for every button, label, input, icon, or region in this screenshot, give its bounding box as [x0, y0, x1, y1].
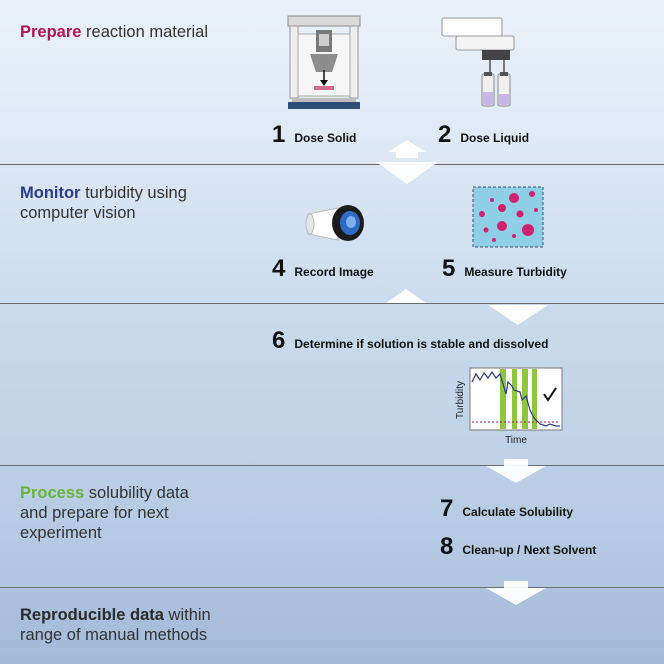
monitor-heading: Monitor turbidity using computer vision — [20, 183, 187, 223]
turbidity-trace — [471, 370, 560, 427]
reproducible-heading: Reproducible data within range of manual… — [20, 605, 211, 645]
step-label: Calculate Solubility — [462, 505, 574, 519]
chart-ylabel: Turbidity — [455, 381, 466, 419]
up-arrow-icon — [386, 289, 426, 303]
divider — [0, 303, 664, 304]
process-keyword: Process — [20, 484, 85, 502]
stable-band — [522, 369, 528, 429]
step-label: Dose Solid — [294, 131, 357, 145]
reproducible-text-line2: range of manual methods — [20, 626, 208, 644]
process-text-line3: experiment — [20, 524, 102, 542]
reproducible-text: within — [163, 606, 211, 624]
reproducible-keyword: Reproducible data — [20, 606, 164, 624]
step-number: 2 — [438, 121, 452, 148]
prepare-text: reaction material — [81, 23, 209, 41]
step-number: 4 — [272, 255, 286, 282]
step-label: Record Image — [294, 265, 374, 279]
prepare-keyword: Prepare — [20, 23, 82, 41]
step-label: Determine if solution is stable and diss… — [294, 337, 549, 351]
prepare-heading: Prepare reaction material — [20, 22, 208, 42]
step-label: Clean-up / Next Solvent — [462, 543, 597, 557]
step-number: 6 — [272, 327, 286, 354]
down-arrow-icon — [488, 305, 548, 325]
step-number: 5 — [442, 255, 456, 282]
process-text-line2: and prepare for next — [20, 504, 169, 522]
monitor-text-line2: computer vision — [20, 204, 136, 222]
step-measure-turbidity: 5 Measure Turbidity — [442, 255, 567, 283]
chart-xlabel: Time — [505, 435, 527, 446]
step-number: 8 — [440, 533, 454, 560]
camera-icon — [305, 205, 364, 241]
liquid-dosing-robot-icon — [441, 17, 515, 107]
stable-band — [532, 369, 537, 429]
step-number: 1 — [272, 121, 286, 148]
process-heading: Process solubility data and prepare for … — [20, 483, 189, 543]
stable-band — [500, 369, 506, 429]
step-record-image: 4 Record Image — [272, 255, 374, 283]
down-arrow-icon — [486, 581, 546, 605]
process-text: solubility data — [84, 484, 189, 502]
divider — [0, 587, 664, 588]
step-determine-stable: 6 Determine if solution is stable and dis… — [272, 327, 548, 355]
step-dose-liquid: 2 Dose Liquid — [438, 121, 529, 149]
step-calculate-solubility: 7 Calculate Solubility — [440, 495, 573, 523]
process-band — [0, 465, 664, 587]
monitor-text: turbidity using — [80, 184, 187, 202]
step-label: Dose Liquid — [460, 131, 530, 145]
check-icon — [543, 387, 557, 402]
divider — [0, 465, 664, 466]
reproducible-band — [0, 587, 664, 664]
step-dose-solid: 1 Dose Solid — [272, 121, 356, 149]
stable-band — [512, 369, 517, 429]
solid-dosing-instrument-icon — [287, 15, 361, 109]
divider — [0, 164, 664, 165]
turbidity-chart: Turbidity Time — [455, 367, 563, 446]
turbidity-sample-icon — [472, 186, 544, 248]
step-label: Measure Turbidity — [464, 265, 567, 279]
loop-arrows-icon — [376, 140, 438, 184]
step-cleanup-next-solvent: 8 Clean-up / Next Solvent — [440, 533, 596, 561]
down-arrow-icon — [486, 459, 546, 483]
step-number: 7 — [440, 495, 454, 522]
monitor-keyword: Monitor — [20, 184, 81, 202]
